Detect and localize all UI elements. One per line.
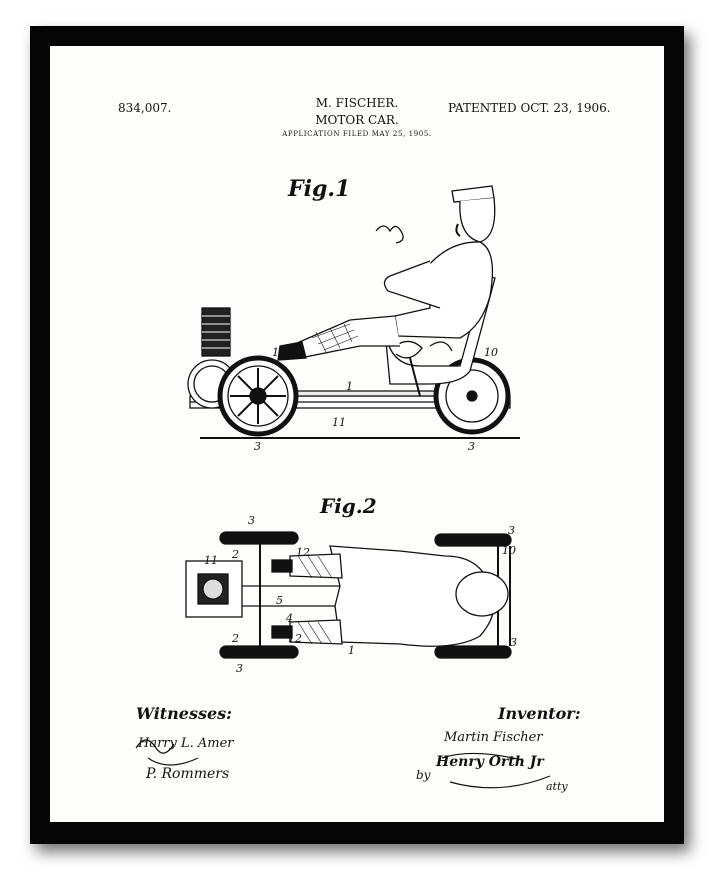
inventor-name-header: M. FISCHER. — [315, 96, 399, 110]
ref-numeral: 3 — [248, 514, 255, 527]
witness-1-signature: Harry L. Amer — [138, 736, 234, 751]
inventor-signature: Martin Fischer — [444, 730, 543, 745]
ref-numeral: 3 — [254, 440, 261, 453]
ref-numeral: 2 — [232, 548, 239, 561]
witness-2-signature: P. Rommers — [146, 766, 230, 782]
ref-numeral: 11 — [332, 416, 346, 429]
ref-numeral: 3 — [508, 524, 515, 537]
ref-numeral: 1 — [346, 380, 353, 393]
inventor-label: Inventor: — [498, 704, 581, 723]
patent-sheet: 834,007. M. FISCHER. MOTOR CAR. APPLICAT… — [50, 46, 664, 822]
application-filed-date: APPLICATION FILED MAY 25, 1905. — [282, 130, 432, 138]
ref-numeral: 12 — [288, 632, 302, 645]
by-text: by — [416, 768, 431, 782]
ref-numeral: 3 — [236, 662, 243, 675]
ref-numeral: 11 — [204, 554, 218, 567]
picture-frame: 834,007. M. FISCHER. MOTOR CAR. APPLICAT… — [30, 26, 684, 844]
ref-numeral: 3 — [468, 440, 475, 453]
attorney-signature: Henry Orth Jr — [436, 754, 544, 770]
patented-date: PATENTED OCT. 23, 1906. — [448, 101, 611, 115]
ref-numeral: 12 — [296, 546, 310, 559]
ref-numeral: 4 — [286, 612, 293, 625]
fig1-side-view-drawing — [187, 185, 520, 439]
ref-numeral: 3 — [510, 636, 517, 649]
atty-text: atty — [546, 780, 568, 793]
fig1-label: Fig.1 — [288, 176, 351, 202]
witnesses-label: Witnesses: — [136, 704, 233, 723]
fig2-top-view-drawing — [185, 531, 512, 659]
ref-numeral: 5 — [276, 594, 283, 607]
ref-numeral: 1 — [348, 644, 355, 657]
patent-drawings — [135, 185, 551, 789]
patent-number: 834,007. — [118, 101, 172, 115]
signature-flourishes — [135, 739, 551, 789]
ref-numeral: 10 — [502, 544, 516, 557]
ref-numeral: 10 — [484, 346, 498, 359]
ref-numeral: 12 — [272, 346, 286, 359]
patent-title: MOTOR CAR. — [315, 113, 399, 127]
fig2-label: Fig.2 — [320, 494, 377, 518]
ref-numeral: 2 — [232, 632, 239, 645]
